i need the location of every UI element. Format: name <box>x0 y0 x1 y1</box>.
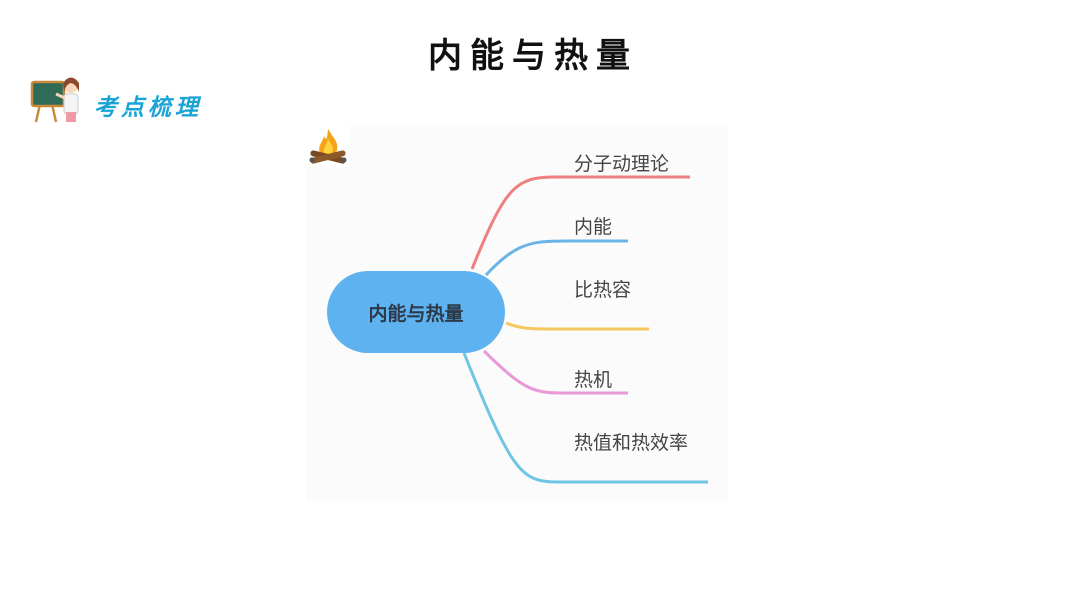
mind-map-connectors <box>462 175 708 484</box>
branch-line-specific-heat <box>505 321 649 331</box>
mind-map: 内能与热量 分子动理论 内能 比热容 热机 热值和热效率 <box>306 125 728 501</box>
branch-line-molecular-theory <box>470 175 690 270</box>
teacher-at-blackboard-icon <box>30 77 79 123</box>
branch-line-heat-engine <box>482 349 628 395</box>
branch-label-specific-heat: 比热容 <box>574 279 632 301</box>
branch-label-molecular-theory: 分子动理论 <box>574 153 670 175</box>
section-label: 考点梳理 <box>94 94 202 121</box>
page-title: 内能与热量 <box>428 36 638 76</box>
branch-label-heat-engine: 热机 <box>574 369 613 391</box>
branch-line-internal-energy <box>484 239 628 277</box>
branch-label-heat-value-efficiency: 热值和热效率 <box>574 432 689 454</box>
campfire-icon <box>306 125 350 167</box>
branch-label-internal-energy: 内能 <box>574 216 613 238</box>
center-node: 内能与热量 <box>327 271 505 353</box>
branch-line-heat-value <box>462 352 708 484</box>
